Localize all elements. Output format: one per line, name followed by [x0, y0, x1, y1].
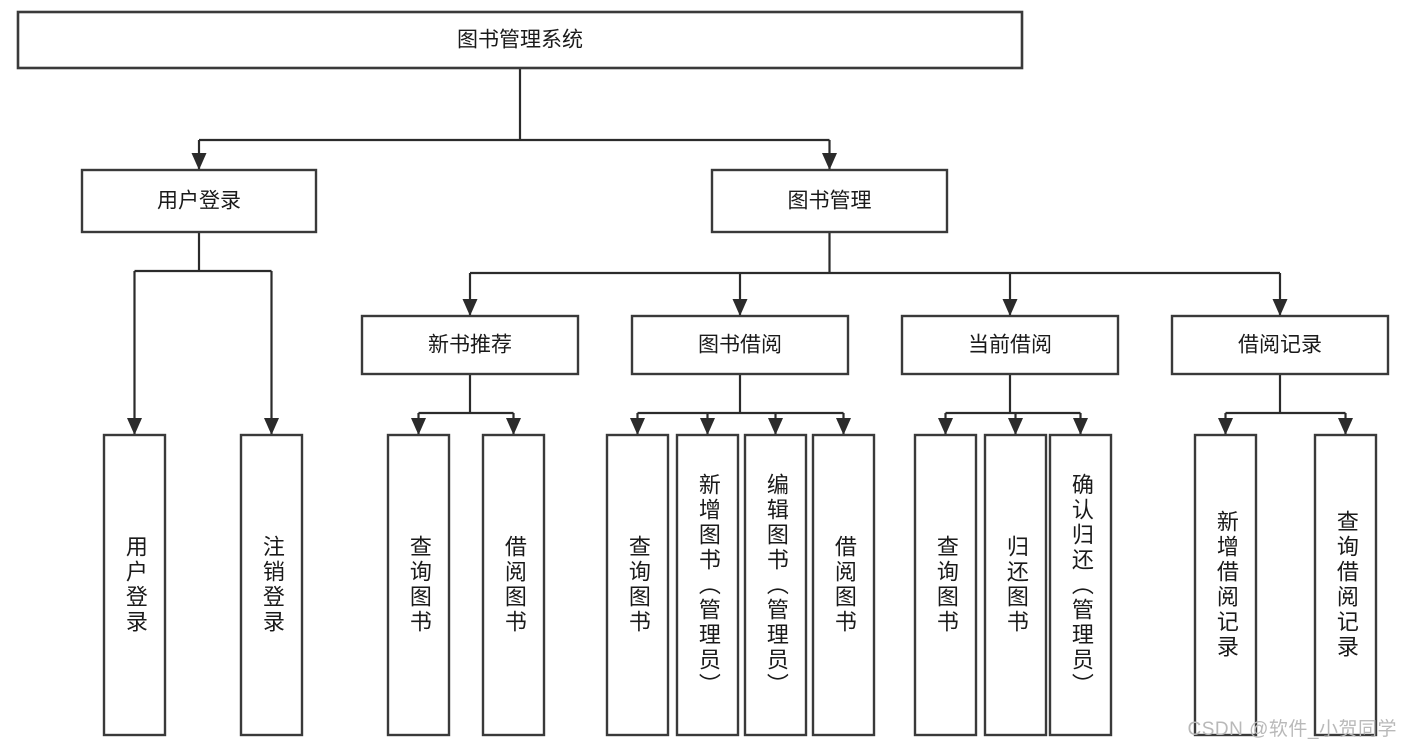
arrow-head-icon-book-borrow	[732, 299, 748, 316]
arrow-head-icon-leaf-add-record	[1218, 418, 1233, 435]
node-box-leaf-add-record[interactable]	[1193, 433, 1258, 737]
node-box-leaf-edit-book[interactable]	[743, 433, 808, 737]
connector-lines-layer	[127, 68, 1353, 435]
arrow-head-icon-leaf-query-record	[1338, 418, 1353, 435]
arrow-head-icon-leaf-query-book-3	[938, 418, 953, 435]
arrow-head-icon-leaf-borrow-book-2	[836, 418, 851, 435]
node-box-leaf-return-book[interactable]	[983, 433, 1048, 737]
node-box-book-manage[interactable]	[710, 168, 949, 234]
node-box-borrow-record[interactable]	[1170, 314, 1390, 376]
node-box-leaf-query-book-2[interactable]	[605, 433, 670, 737]
node-box-current-borrow[interactable]	[900, 314, 1120, 376]
node-box-book-borrow[interactable]	[630, 314, 850, 376]
node-box-leaf-add-book[interactable]	[675, 433, 740, 737]
node-box-leaf-user-logout[interactable]	[239, 433, 304, 737]
node-box-leaf-query-book-1[interactable]	[386, 433, 451, 737]
arrow-head-icon-new-book-rec	[462, 299, 478, 316]
node-label-book-manage: 图书管理	[788, 190, 872, 213]
node-label-current-borrow: 当前借阅	[968, 334, 1052, 357]
arrow-head-icon-leaf-return-book	[1008, 418, 1023, 435]
arrow-head-icon-book-manage	[822, 153, 837, 170]
arrow-head-icon-leaf-confirm-return	[1073, 418, 1088, 435]
node-box-leaf-user-login[interactable]	[102, 433, 167, 737]
arrow-head-icon-leaf-user-login	[127, 418, 142, 435]
node-label-borrow-record: 借阅记录	[1238, 334, 1322, 357]
arrow-head-icon-leaf-user-logout	[264, 418, 279, 435]
node-box-leaf-query-book-3[interactable]	[913, 433, 978, 737]
arrow-head-icon-leaf-add-book	[700, 418, 715, 435]
arrow-head-icon-user-login	[191, 153, 207, 170]
node-box-leaf-query-record[interactable]	[1313, 433, 1378, 737]
node-box-root[interactable]	[16, 10, 1024, 70]
node-box-new-book-rec[interactable]	[360, 314, 580, 376]
arrow-head-icon-borrow-record	[1272, 299, 1288, 316]
csdn-watermark: CSDN @软件_小贺同学	[1187, 719, 1397, 740]
node-label-book-borrow: 图书借阅	[698, 334, 782, 357]
node-boxes-layer	[16, 10, 1390, 737]
node-label-user-login: 用户登录	[157, 190, 241, 213]
node-label-new-book-rec: 新书推荐	[428, 334, 512, 357]
node-box-leaf-borrow-book-1[interactable]	[481, 433, 546, 737]
node-box-leaf-confirm-return[interactable]	[1048, 433, 1113, 737]
arrow-head-icon-leaf-borrow-book-1	[506, 418, 521, 435]
arrow-head-icon-current-borrow	[1002, 299, 1018, 316]
arrow-head-icon-leaf-edit-book	[768, 418, 783, 435]
arrow-head-icon-leaf-query-book-2	[630, 418, 645, 435]
node-label-root: 图书管理系统	[457, 29, 583, 52]
node-box-user-login[interactable]	[80, 168, 318, 234]
node-box-leaf-borrow-book-2[interactable]	[811, 433, 876, 737]
arrow-head-icon-leaf-query-book-1	[411, 418, 426, 435]
